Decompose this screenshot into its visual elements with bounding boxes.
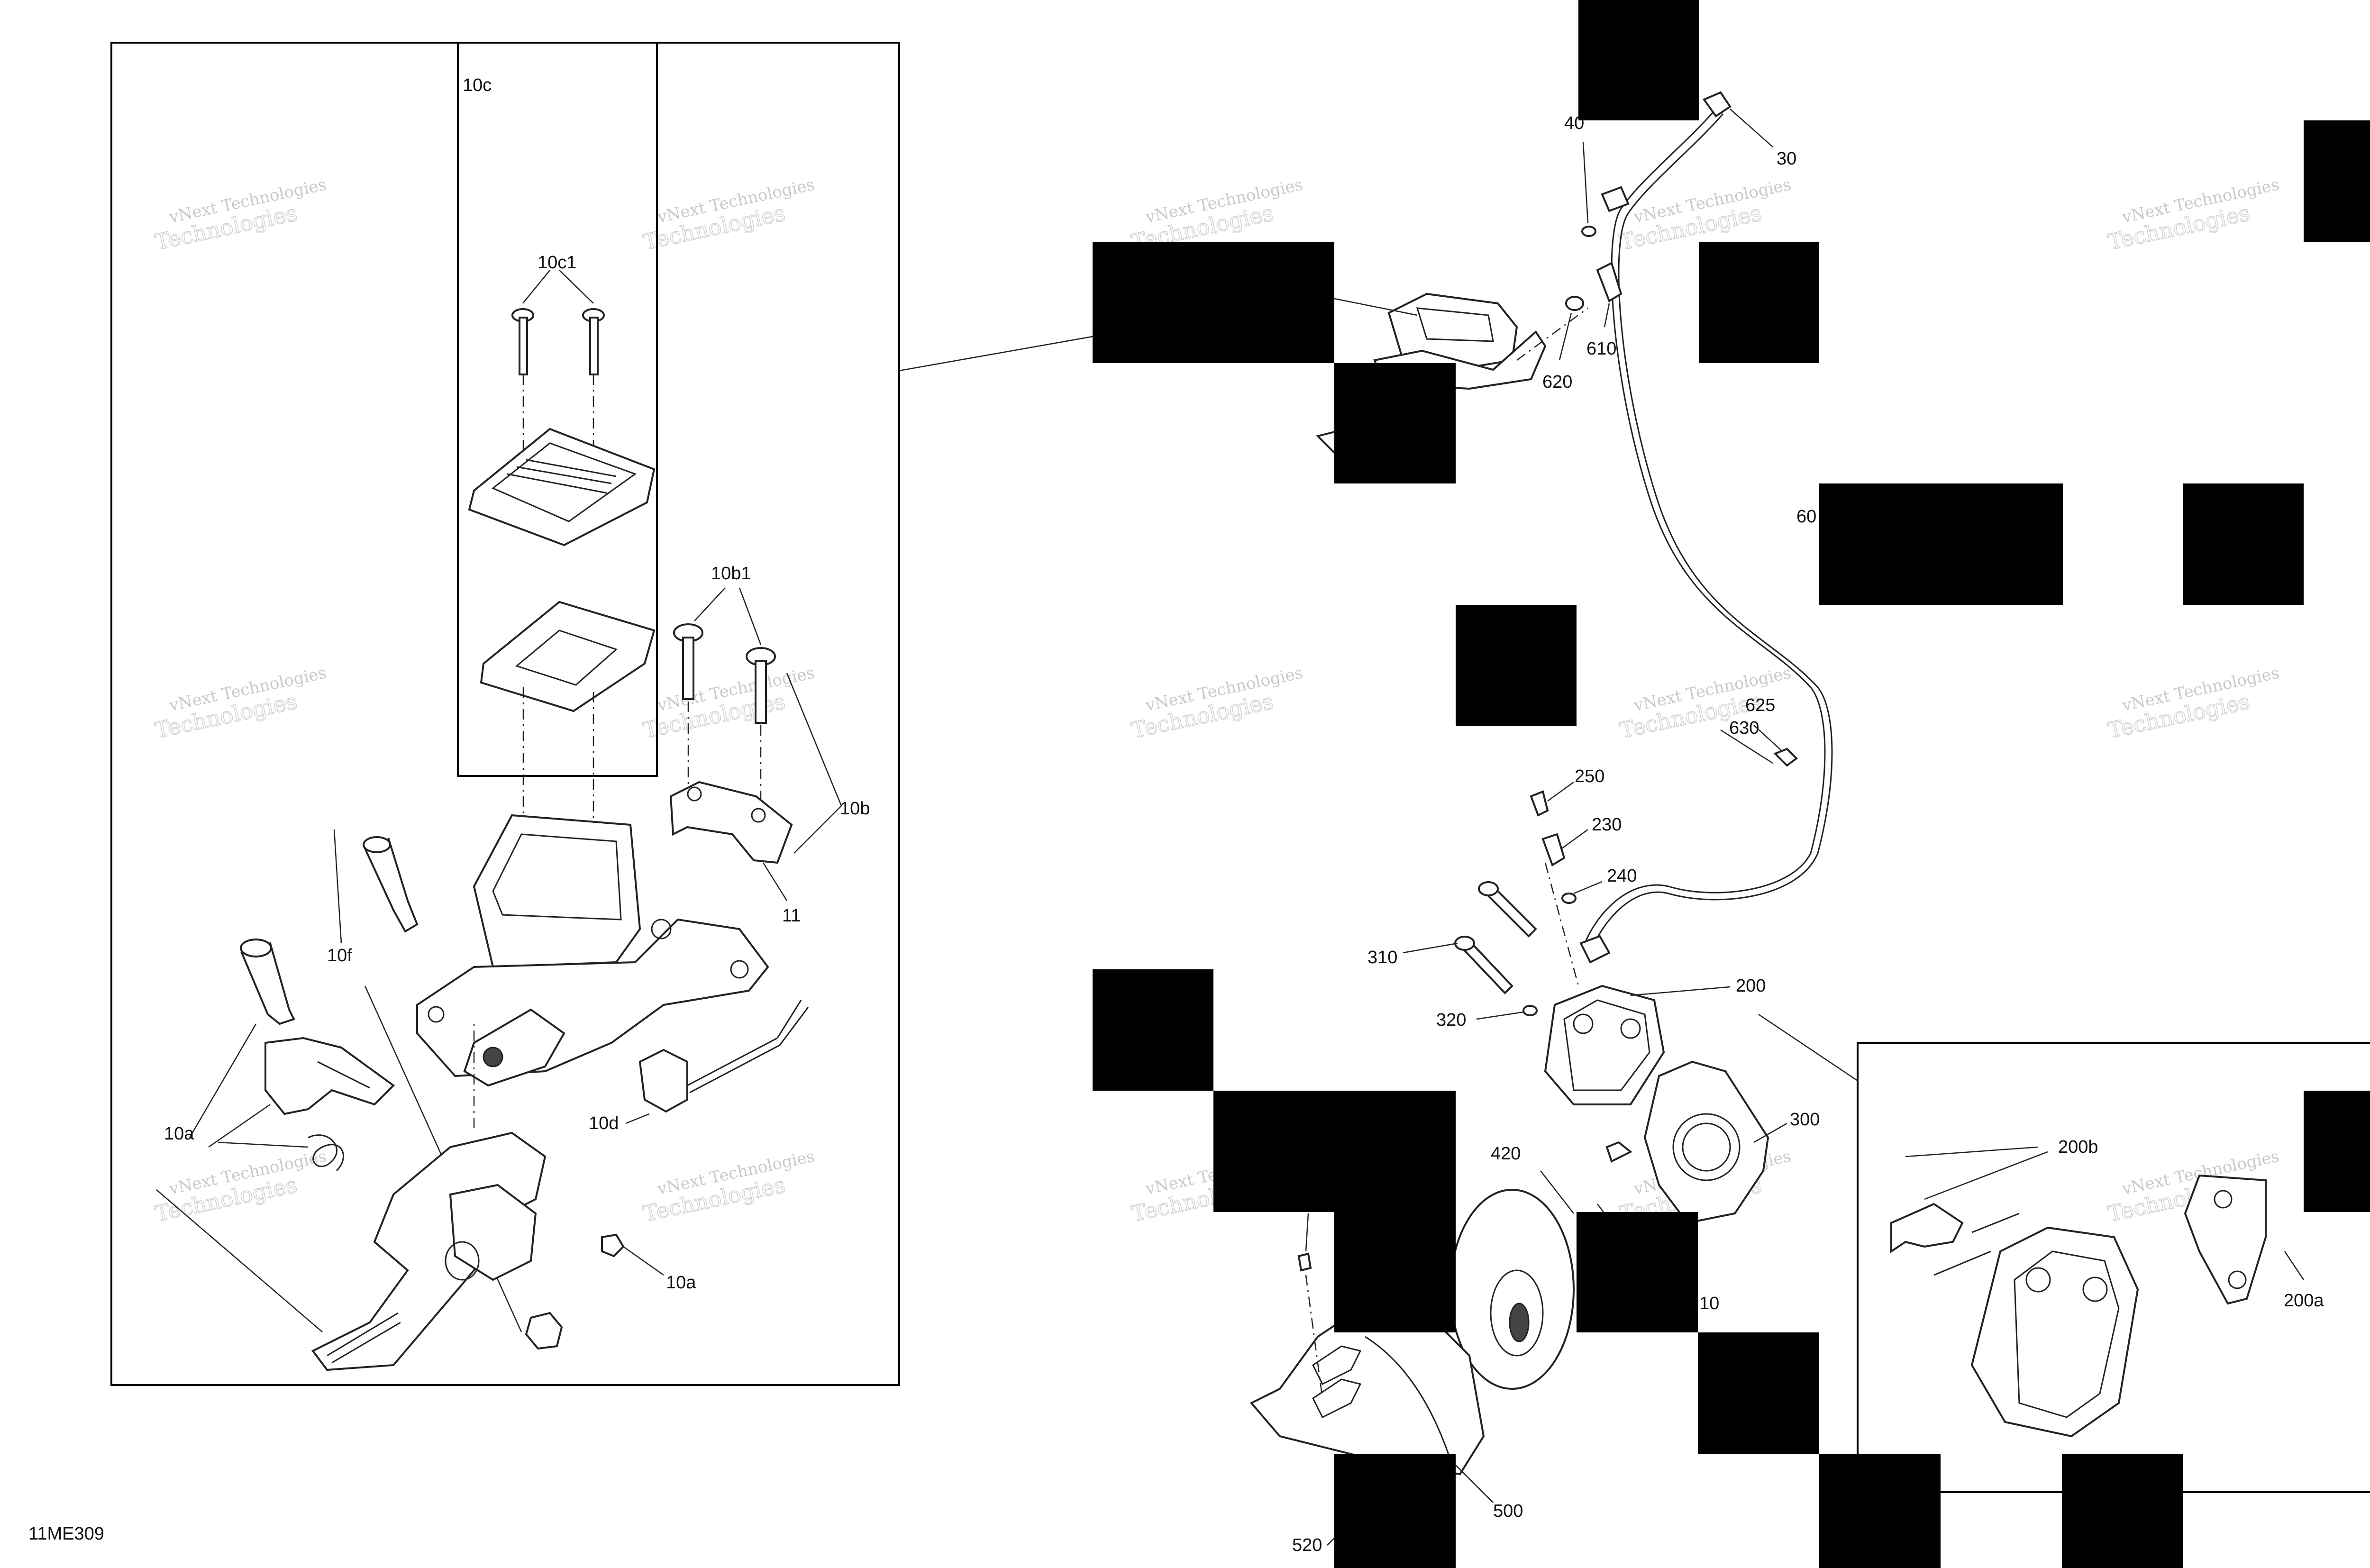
- bleeder-assembly: [1530, 781, 1603, 986]
- redaction-block: [1577, 1212, 1698, 1332]
- caliper-bracket: [1605, 1060, 1787, 1224]
- redaction-block: [2304, 1091, 2370, 1212]
- callout-320: 320: [1436, 1010, 1466, 1030]
- hose-fittings: [1559, 142, 1798, 767]
- redaction-block: [1213, 1091, 1456, 1212]
- redaction-block: [1334, 363, 1456, 483]
- redaction-block: [1699, 242, 1819, 363]
- callout-310: 310: [1367, 948, 1397, 967]
- brake-hose: [1579, 91, 1833, 964]
- redaction-block: [2304, 120, 2370, 242]
- cover-screws: [511, 270, 605, 479]
- callout-10d: 10d: [589, 1113, 619, 1133]
- disc-guard: [1249, 1213, 1494, 1546]
- detail-connector-line: [1758, 1013, 1858, 1082]
- redaction-block: [1456, 605, 1577, 726]
- callout-200b: 200b: [2058, 1137, 2098, 1157]
- lever-spring-assembly: [156, 1023, 395, 1332]
- callout-240: 240: [1607, 866, 1637, 886]
- callout-30: 30: [1777, 149, 1796, 169]
- callout-10f: 10f: [327, 946, 352, 966]
- callout-230: 230: [1592, 815, 1622, 835]
- redaction-block: [1819, 483, 2063, 605]
- callout-10c1: 10c1: [538, 253, 576, 273]
- brake-lever: [311, 1024, 664, 1371]
- callout-200: 200: [1736, 976, 1766, 996]
- caliper-exploded: [1890, 1146, 2305, 1438]
- caliper-bolts: [1403, 881, 1538, 1020]
- pivot-bolts: [240, 829, 522, 1332]
- callout-620: 620: [1542, 372, 1572, 392]
- callout-10c: 10c: [463, 75, 492, 95]
- redaction-block: [1093, 969, 1213, 1091]
- diagram-code-label: 11ME309: [28, 1524, 104, 1544]
- callout-610: 610: [1586, 339, 1616, 359]
- redaction-block: [1578, 0, 1699, 120]
- redaction-block: [1698, 1332, 1819, 1454]
- redaction-block: [1334, 1454, 1456, 1568]
- redaction-block: [1093, 242, 1334, 363]
- redaction-block: [1334, 1212, 1456, 1332]
- callout-10a-left: 10a: [164, 1124, 194, 1144]
- callout-10b1: 10b1: [711, 564, 751, 583]
- callout-300: 300: [1790, 1110, 1820, 1130]
- brake-disc: [1449, 1170, 1612, 1390]
- callout-410: 10: [1699, 1294, 1719, 1313]
- handlebar-clamp: [669, 781, 793, 901]
- callout-11: 11: [782, 906, 801, 926]
- redaction-block: [2183, 483, 2304, 605]
- clamp-bolts: [673, 587, 842, 854]
- redaction-blocks: [1093, 0, 2370, 1568]
- brake-light-switch: [625, 1000, 809, 1124]
- callout-10a-right: 10a: [666, 1273, 696, 1293]
- detail-connector-line: [899, 336, 1093, 372]
- callout-520: 520: [1292, 1535, 1322, 1555]
- brake-caliper: [1544, 985, 1731, 1105]
- redaction-block: [1819, 1454, 1941, 1568]
- callout-500: 500: [1493, 1501, 1523, 1521]
- redaction-block: [2062, 1454, 2183, 1568]
- callout-600: 60: [1796, 507, 1816, 527]
- callout-250: 250: [1575, 766, 1604, 786]
- callout-420: 420: [1491, 1144, 1521, 1164]
- callout-200a: 200a: [2284, 1291, 2324, 1311]
- reservoir-cover-subframe: [457, 42, 658, 777]
- reservoir-cover: [468, 428, 656, 547]
- callout-10b: 10b: [840, 799, 870, 819]
- callout-630: 630: [1729, 718, 1759, 738]
- master-cylinder-body: [416, 814, 769, 1087]
- callout-625: 625: [1745, 695, 1775, 715]
